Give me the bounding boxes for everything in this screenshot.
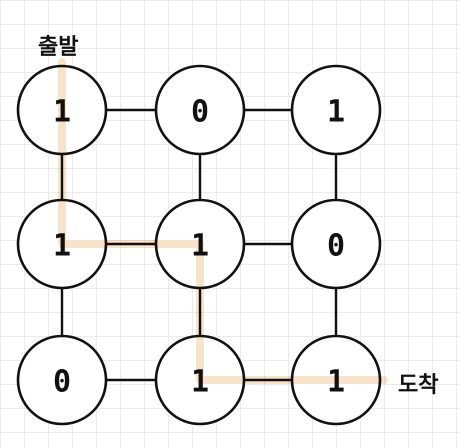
highlighted-path-layer	[58, 58, 388, 384]
node-value: 1	[327, 95, 345, 130]
node-value: 0	[53, 365, 71, 400]
start-label: 출발	[38, 35, 78, 60]
node-1-2: 0	[290, 198, 382, 290]
node-0-2: 1	[290, 64, 382, 156]
node-circle	[290, 64, 382, 156]
node-circle	[290, 198, 382, 290]
node-circle	[154, 64, 246, 156]
end-label: 도착	[398, 373, 438, 398]
node-circle	[16, 334, 108, 426]
node-value: 0	[191, 95, 209, 130]
node-2-0: 0	[16, 334, 108, 426]
node-0-1: 0	[154, 64, 246, 156]
node-value: 0	[327, 229, 345, 264]
highlighted-path	[58, 58, 388, 384]
